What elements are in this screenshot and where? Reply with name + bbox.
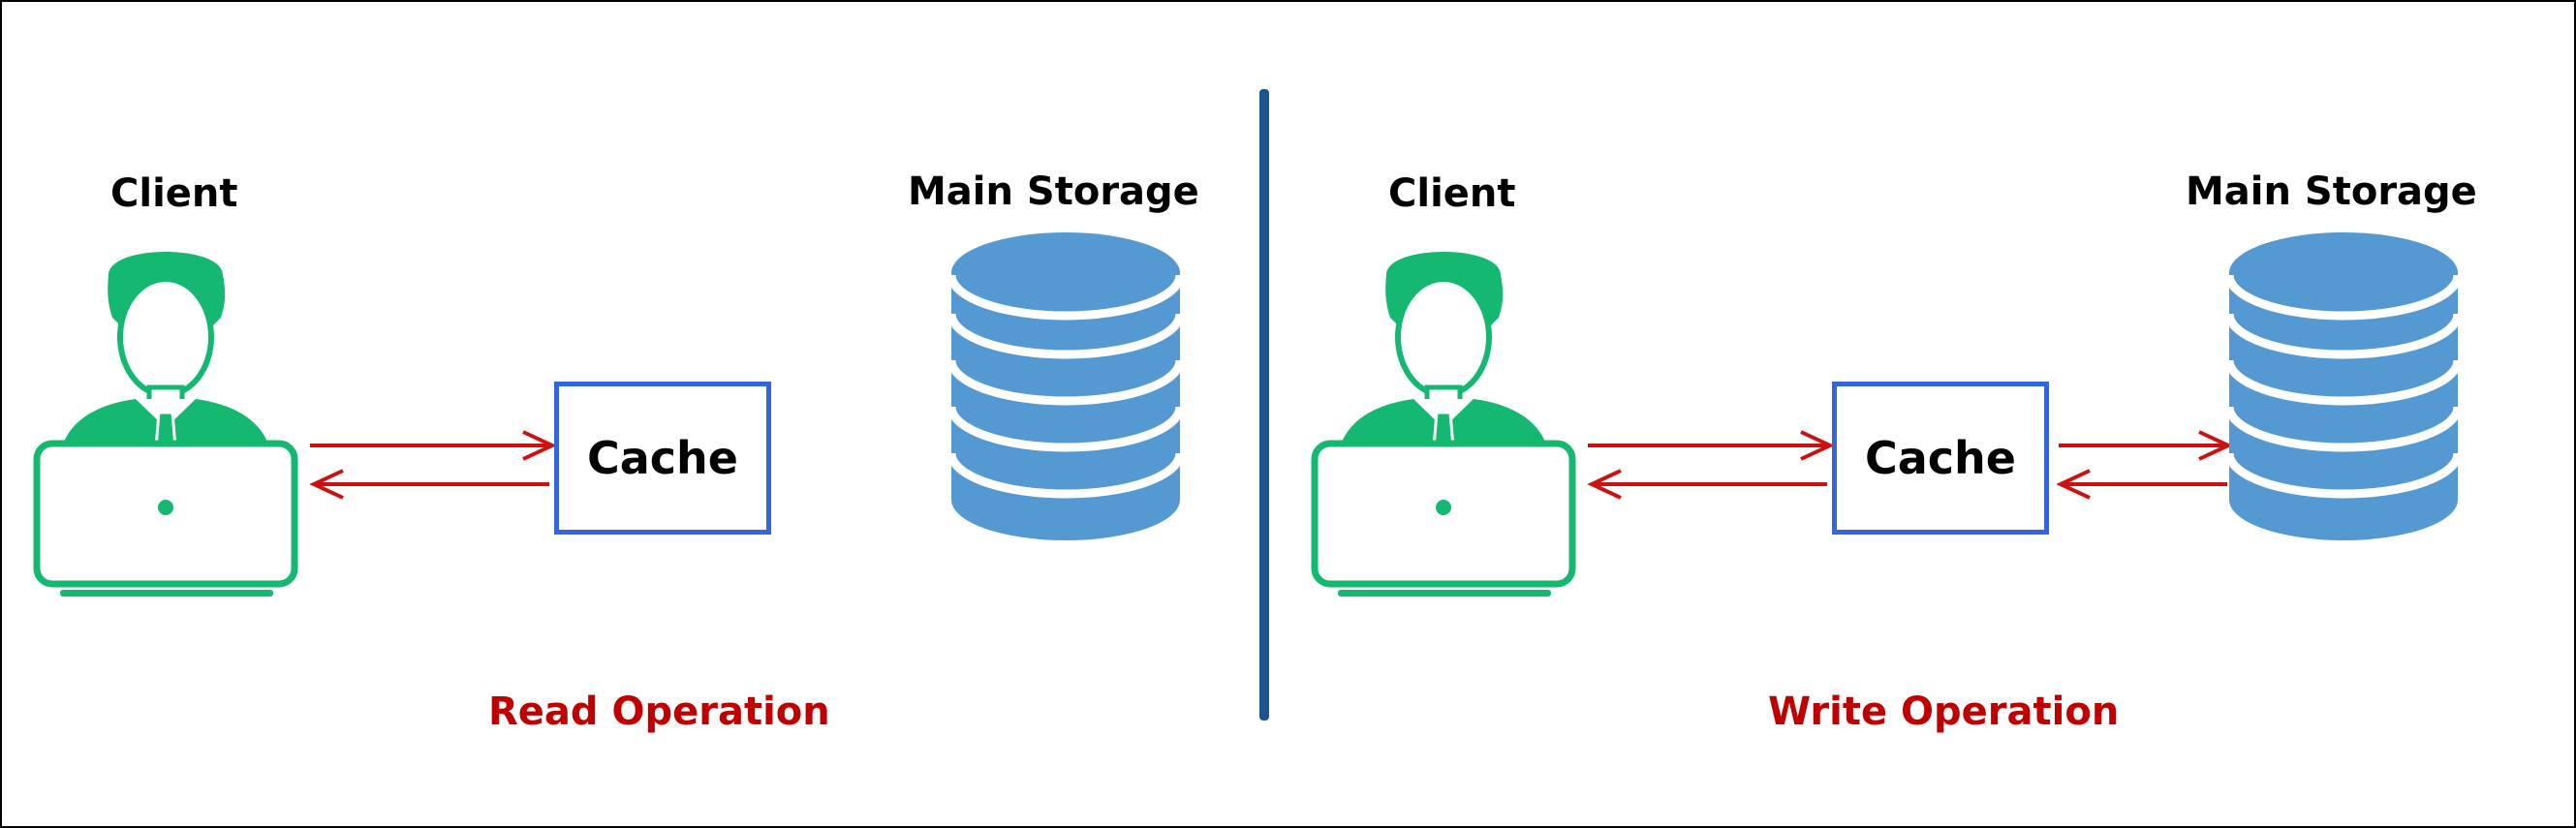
response-arrow <box>1587 469 1827 500</box>
cache-box: Cache <box>554 382 771 535</box>
request-arrow <box>310 430 557 461</box>
write-operation-panel: Client Cache Main Stor <box>1280 2 2559 826</box>
acknowledge-arrow <box>2056 469 2227 500</box>
panel-divider <box>1259 89 1269 721</box>
cache-box: Cache <box>1832 382 2049 535</box>
client-label: Client <box>110 171 238 216</box>
cache-arrows <box>309 430 557 500</box>
response-arrow <box>309 469 549 500</box>
client-label: Client <box>1388 171 1516 216</box>
cache-label: Cache <box>1864 432 2016 484</box>
cache-arrows <box>1587 430 1835 500</box>
database-icon <box>2224 232 2463 540</box>
main-storage-label: Main Storage <box>908 169 1199 214</box>
read-operation-panel: Client Cache Main Storage Read Operation <box>2 2 1281 826</box>
client-icon <box>1311 252 1576 597</box>
request-arrow <box>1588 430 1835 461</box>
cache-label: Cache <box>586 432 738 484</box>
database-icon <box>947 232 1185 540</box>
main-storage-label: Main Storage <box>2186 169 2477 214</box>
read-operation-label: Read Operation <box>488 690 830 734</box>
write-through-arrow <box>2059 430 2233 461</box>
client-icon <box>33 252 298 597</box>
storage-arrows <box>2056 430 2233 500</box>
write-operation-label: Write Operation <box>1768 690 2120 734</box>
